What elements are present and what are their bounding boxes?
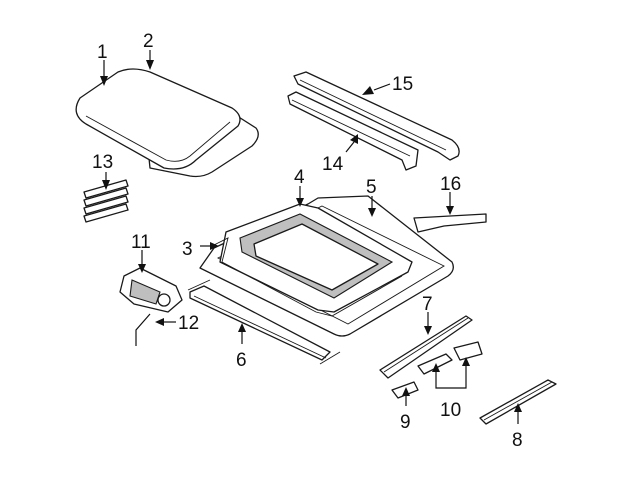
part-11-motor [119, 267, 183, 313]
callout-10: 10 [440, 400, 461, 421]
part-16-bracket [413, 213, 487, 233]
callout-12: 12 [178, 313, 199, 334]
part-15-header-rail [293, 71, 460, 161]
callout-labels: 1 2 3 4 5 6 7 8 9 10 11 12 13 14 15 16 [92, 31, 523, 451]
part-13-deflector [83, 179, 129, 223]
callout-5: 5 [366, 177, 377, 198]
leader-lines [100, 50, 522, 424]
callout-9: 9 [400, 412, 411, 433]
part-14-front-rail [287, 91, 419, 171]
callout-13: 13 [92, 152, 113, 173]
callout-14: 14 [322, 154, 344, 175]
callout-15: 15 [392, 74, 413, 95]
part-12-drain-hose [135, 313, 151, 346]
callout-11: 11 [131, 232, 151, 253]
callout-2: 2 [143, 31, 154, 52]
part-3-seal [211, 237, 403, 317]
part-6-drain-channel [187, 279, 341, 365]
callout-7: 7 [422, 294, 433, 315]
callout-16: 16 [440, 174, 461, 195]
part-8-rear-rail [479, 379, 557, 425]
part-4-inner-frame [219, 203, 413, 313]
part-7-side-rail [379, 315, 473, 379]
callout-1: 1 [97, 42, 108, 63]
callout-4: 4 [294, 167, 305, 188]
callout-8: 8 [512, 430, 523, 451]
callout-6: 6 [236, 350, 247, 371]
part-10-guides [417, 341, 483, 375]
callout-3: 3 [182, 239, 193, 260]
part-1-sunroof-glass [75, 68, 241, 170]
